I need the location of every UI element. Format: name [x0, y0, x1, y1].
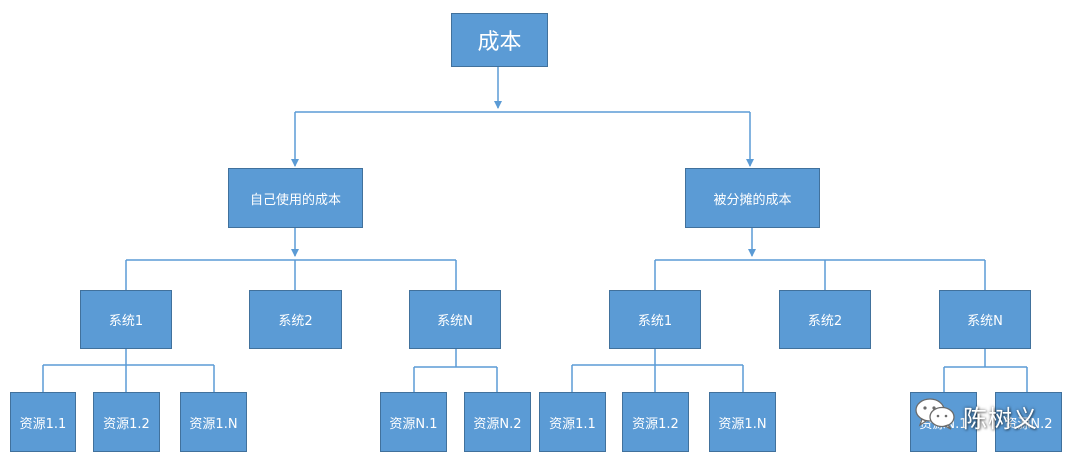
wechat-icon [913, 396, 957, 436]
right-system-2-node: 系统2 [779, 290, 871, 349]
right-system-n-node: 系统N [939, 290, 1031, 349]
branch-shared-node: 被分摊的成本 [685, 168, 820, 228]
watermark-text: 陈树义 [963, 404, 1038, 433]
left-resource-1-1-node: 资源1.1 [10, 392, 76, 452]
left-resource-n-1-node: 资源N.1 [380, 392, 447, 452]
right-resource-1-n-node: 资源1.N [709, 392, 776, 452]
watermark: 陈树义 [913, 396, 1038, 436]
left-resource-1-2-node: 资源1.2 [93, 392, 160, 452]
left-system-1-node: 系统1 [80, 290, 172, 349]
root-node: 成本 [451, 13, 548, 67]
left-system-n-node: 系统N [409, 290, 501, 349]
left-system-2-node: 系统2 [249, 290, 342, 349]
branch-self-use-node: 自己使用的成本 [228, 168, 363, 228]
right-resource-n-2-node: 资源N.2 [995, 392, 1062, 452]
right-resource-1-1-node: 资源1.1 [539, 392, 606, 452]
right-system-1-node: 系统1 [609, 290, 701, 349]
left-resource-n-2-node: 资源N.2 [464, 392, 531, 452]
left-resource-1-n-node: 资源1.N [180, 392, 247, 452]
right-resource-1-2-node: 资源1.2 [622, 392, 689, 452]
